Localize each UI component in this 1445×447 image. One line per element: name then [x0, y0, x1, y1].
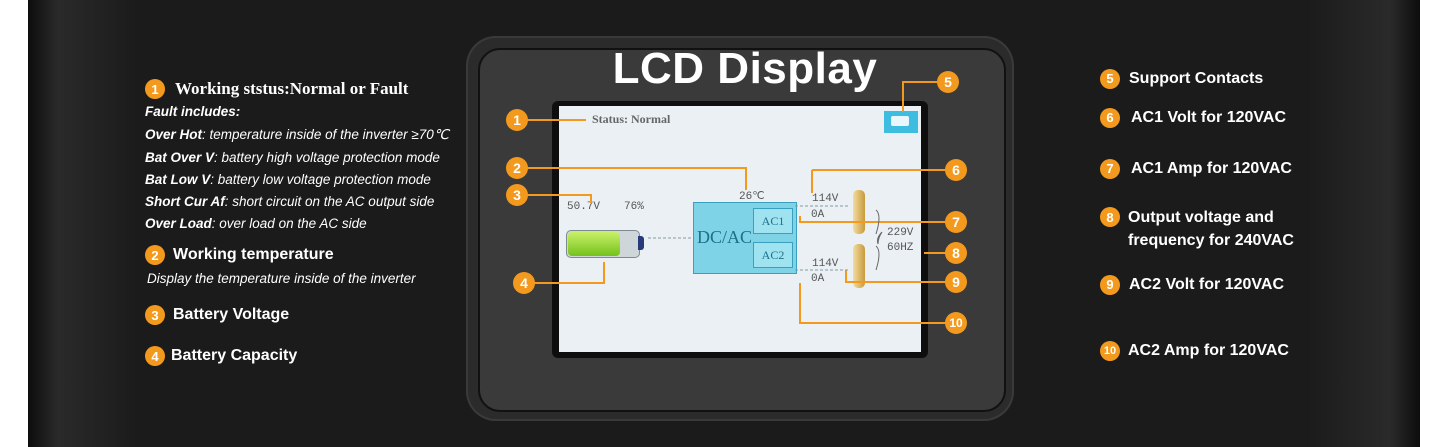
legend-item-9: 9 AC2 Volt for 120VAC	[1100, 273, 1284, 296]
ac1-box: AC1	[753, 208, 793, 234]
ac1-amp: 0A	[811, 209, 825, 221]
legend-item-10: 10 AC2 Amp for 120VAC	[1100, 339, 1289, 362]
number-badge: 1	[145, 79, 165, 99]
callout-badge-1: 1	[506, 109, 528, 131]
fault-desc: : battery high voltage protection mode	[214, 150, 440, 165]
callout-badge-2: 2	[506, 157, 528, 179]
legend-label: Support Contacts	[1129, 70, 1264, 87]
battery-voltage: 50.7V	[567, 201, 601, 213]
fault-desc: : over load on the AC side	[211, 216, 367, 231]
legend-label: AC1 Volt for 120VAC	[1131, 109, 1286, 126]
legend-title: Working temperature	[173, 246, 334, 263]
number-badge: 5	[1100, 68, 1120, 89]
callout-badge-6: 6	[945, 159, 967, 181]
legend-desc: Display the temperature inside of the in…	[147, 271, 416, 286]
fault-line: Over Load: over load on the AC side	[145, 216, 367, 231]
legend-item-2: 2 Working temperature	[145, 245, 334, 265]
battery-icon	[566, 222, 646, 262]
fault-line: Bat Over V: battery high voltage protect…	[145, 150, 440, 165]
callout-badge-8: 8	[945, 242, 967, 264]
legend-item-7: 7 AC1 Amp for 120VAC	[1100, 157, 1292, 180]
legend-item-6: 6 AC1 Volt for 120VAC	[1100, 106, 1286, 129]
number-badge: 6	[1100, 107, 1120, 128]
legend-item-8: 8 Output voltage and frequency for 240VA…	[1100, 206, 1294, 252]
legend-label-line2: frequency for 240VAC	[1128, 232, 1294, 249]
ac1-plug-icon	[853, 190, 865, 234]
legend-label: Output voltage and	[1128, 209, 1274, 226]
ac1-volt: 114V	[812, 193, 839, 205]
callout-badge-10: 10	[945, 312, 967, 334]
dcac-label: DC/AC	[697, 227, 753, 247]
legend-item-3: 3 Battery Voltage	[145, 305, 289, 325]
fault-line: Bat Low V: battery low voltage protectio…	[145, 172, 431, 187]
contact-icon	[884, 111, 918, 133]
legend-title: Working ststus:Normal or Fault	[175, 79, 409, 98]
legend-label: AC2 Amp for 120VAC	[1128, 342, 1289, 359]
battery-capacity: 76%	[624, 201, 644, 213]
ac2-amp: 0A	[811, 273, 825, 285]
output-volt: 229V	[887, 227, 914, 239]
fault-desc: : temperature inside of the inverter ≥70…	[202, 127, 449, 142]
temperature-value: 26℃	[739, 191, 765, 203]
legend-label: AC2 Volt for 120VAC	[1129, 276, 1284, 293]
number-badge: 10	[1100, 340, 1120, 361]
output-freq: 60HZ	[887, 242, 914, 254]
number-badge: 8	[1100, 207, 1120, 227]
callout-badge-3: 3	[506, 184, 528, 206]
fault-name: Bat Over V	[145, 150, 215, 165]
number-badge: 2	[145, 245, 165, 265]
fault-name: Bat Low V	[145, 172, 211, 187]
legend-item-4: 4 Battery Capacity	[145, 346, 297, 366]
fault-name: Short Cur Af	[145, 194, 225, 209]
fault-name: Over Hot	[145, 127, 203, 142]
ac2-volt: 114V	[812, 258, 839, 270]
fault-desc: : battery low voltage protection mode	[210, 172, 431, 187]
number-badge: 3	[145, 305, 165, 325]
callout-badge-9: 9	[945, 271, 967, 293]
legend-item-1: 1 Working ststus:Normal or Fault	[145, 79, 408, 99]
fault-header: Fault includes:	[145, 104, 241, 119]
legend-title: Battery Capacity	[171, 347, 298, 364]
status-text: Status: Normal	[592, 112, 671, 126]
fault-desc: : short circuit on the AC output side	[224, 194, 435, 209]
number-badge: 4	[145, 346, 165, 366]
number-badge: 7	[1100, 158, 1120, 179]
lcd-title: LCD Display	[612, 44, 878, 93]
legend-title: Battery Voltage	[173, 306, 290, 323]
ac2-plug-icon	[853, 244, 865, 288]
fault-line: Over Hot: temperature inside of the inve…	[145, 127, 449, 143]
callout-badge-5: 5	[937, 71, 959, 93]
fault-line: Short Cur Af: short circuit on the AC ou…	[145, 194, 434, 209]
number-badge: 9	[1100, 274, 1120, 295]
fault-name: Over Load	[145, 216, 212, 231]
legend-item-5: 5 Support Contacts	[1100, 67, 1263, 90]
ac2-box: AC2	[753, 242, 793, 268]
callout-badge-7: 7	[945, 211, 967, 233]
legend-label: AC1 Amp for 120VAC	[1131, 160, 1292, 177]
callout-badge-4: 4	[513, 272, 535, 294]
